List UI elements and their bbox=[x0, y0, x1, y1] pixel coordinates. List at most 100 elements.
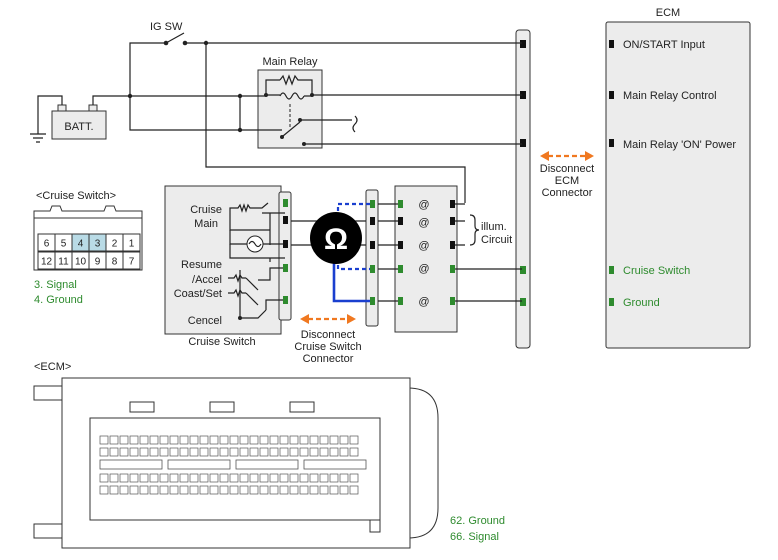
ecm-header: <ECM> bbox=[34, 361, 71, 373]
ecm-bus-slot bbox=[235, 459, 299, 470]
ecm-pin-cell bbox=[289, 485, 299, 495]
ecm-pin-cell bbox=[349, 447, 359, 457]
disconnect-ecm-line3: Connector bbox=[542, 187, 593, 199]
ecm-pin-cell bbox=[309, 473, 319, 483]
ohm-symbol: Ω bbox=[324, 223, 348, 256]
ecm-pin-cell bbox=[209, 435, 219, 445]
ecm-pin-cell bbox=[349, 485, 359, 495]
battery: BATT. bbox=[51, 104, 107, 140]
ecm-pin-cell bbox=[319, 435, 329, 445]
ecm-pin-cell bbox=[149, 485, 159, 495]
ecm-pin-cell bbox=[119, 435, 129, 445]
ecm-pin-cell bbox=[319, 473, 329, 483]
ecm-pin-cell bbox=[159, 473, 169, 483]
cruise-switch-header: <Cruise Switch> bbox=[36, 190, 116, 202]
batt-label: BATT. bbox=[64, 121, 93, 133]
illum-line2: Circuit bbox=[481, 234, 512, 246]
ecm-pin-cell bbox=[309, 435, 319, 445]
cruise-pin-number: 3 bbox=[95, 239, 101, 250]
cencel-label: Cencel bbox=[188, 315, 222, 327]
harness-pin bbox=[520, 91, 526, 99]
ecm-pin-cell bbox=[229, 473, 239, 483]
svg-text:@: @ bbox=[418, 240, 429, 252]
ecm-pin-cell bbox=[299, 485, 309, 495]
ecm-pin-cell bbox=[199, 485, 209, 495]
svg-text:@: @ bbox=[418, 296, 429, 308]
cruise-pin-cell bbox=[122, 251, 141, 270]
disconnect-ecm-arrow bbox=[540, 151, 594, 161]
ecm-pin-cell bbox=[109, 485, 119, 495]
ecm-pin-cell bbox=[339, 435, 349, 445]
ecm-pin-cell bbox=[189, 473, 199, 483]
ecm-pin-cell bbox=[119, 485, 129, 495]
cruise-main-line1: Cruise bbox=[190, 204, 222, 216]
ecm-pin-cell bbox=[179, 485, 189, 495]
cruise-switch-internals bbox=[228, 202, 285, 320]
ecm-box-title: ECM bbox=[656, 7, 680, 19]
cruise-main-line2: Main bbox=[194, 218, 218, 230]
harness-pin bbox=[370, 217, 375, 225]
cruise-pin-number: 11 bbox=[58, 257, 69, 268]
ecm-pin-cell bbox=[129, 447, 139, 457]
ecm-pin-cell bbox=[189, 485, 199, 495]
ecm-pin-cell bbox=[239, 473, 249, 483]
ecm-pin-cell bbox=[279, 473, 289, 483]
disconnect-cruise-line2: Cruise Switch bbox=[294, 341, 361, 353]
disconnect-cruise-line1: Disconnect bbox=[301, 329, 355, 341]
cruise-pin-number: 1 bbox=[129, 239, 135, 250]
ecm-pin-cell bbox=[239, 447, 249, 457]
ecm-pin-cell bbox=[179, 435, 189, 445]
ecm-pin-cell bbox=[329, 473, 339, 483]
svg-text:@: @ bbox=[418, 263, 429, 275]
ig-sw-label: IG SW bbox=[150, 21, 183, 33]
ecm-pin-list: ON/START Input Main Relay Control Main R… bbox=[609, 39, 736, 309]
clock-spring-pin bbox=[450, 200, 455, 208]
clock-spring-pin bbox=[450, 217, 455, 225]
ecm-pin-cell bbox=[149, 473, 159, 483]
ecm-pin-cell bbox=[289, 447, 299, 457]
ig-switch bbox=[163, 32, 188, 46]
ecm-pin-cell bbox=[99, 447, 109, 457]
cruise-pin-number: 9 bbox=[95, 257, 101, 268]
ecm-pin-cell bbox=[249, 485, 259, 495]
ecm-pin-cell bbox=[339, 447, 349, 457]
ecm-pin-cell bbox=[99, 485, 109, 495]
ecm-pin-cell bbox=[209, 473, 219, 483]
ecm-box bbox=[605, 21, 751, 349]
clock-spring-pin bbox=[450, 265, 455, 273]
ecm-pin-cell bbox=[259, 473, 269, 483]
ecm-pin-cell bbox=[139, 473, 149, 483]
svg-text:@: @ bbox=[418, 199, 429, 211]
harness-pin bbox=[370, 241, 375, 249]
cruise-pin-number: 10 bbox=[75, 257, 87, 268]
ecm-pin-cell bbox=[199, 473, 209, 483]
clock-spring-pin bbox=[398, 217, 403, 225]
ecm-pin-cell bbox=[259, 485, 269, 495]
svg-text:@: @ bbox=[418, 217, 429, 229]
ecm-pin-cell bbox=[189, 435, 199, 445]
ecm-pin-cell bbox=[99, 473, 109, 483]
ecm-pin-cell bbox=[349, 473, 359, 483]
ecm-pin-cell bbox=[119, 447, 129, 457]
disconnect-cruise-line3: Connector bbox=[303, 353, 354, 365]
ecm-pin-cell bbox=[249, 473, 259, 483]
ecm-note-ground: 62. Ground bbox=[450, 515, 505, 527]
ecm-pin-marker bbox=[609, 139, 614, 147]
ecm-note-signal: 66. Signal bbox=[450, 531, 499, 543]
ecm-pin-cell bbox=[319, 485, 329, 495]
cruise-switch-body bbox=[164, 185, 282, 335]
ecm-pin-cell bbox=[149, 447, 159, 457]
ecm-pin-cell bbox=[109, 447, 119, 457]
ecm-pin-cell bbox=[169, 485, 179, 495]
ecm-pin-cell bbox=[189, 447, 199, 457]
illum-line1: illum. bbox=[481, 221, 507, 233]
ecm-pin-cell bbox=[279, 485, 289, 495]
ecm-pin-cell bbox=[349, 435, 359, 445]
ecm-pin-cell bbox=[329, 447, 339, 457]
cruise-pin-number: 4 bbox=[78, 239, 84, 250]
cruise-switch-caption: Cruise Switch bbox=[188, 336, 255, 348]
disconnect-ecm-line2: ECM bbox=[555, 175, 579, 187]
cruise-note-ground: 4. Ground bbox=[34, 294, 83, 306]
